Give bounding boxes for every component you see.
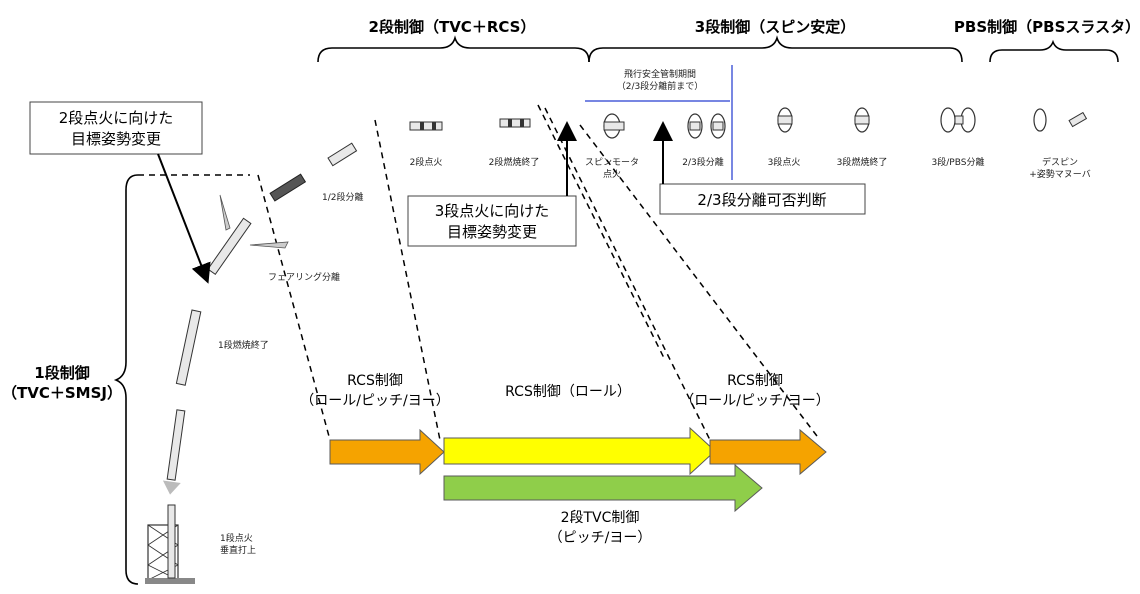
sep-3-pbs-icon <box>940 107 976 133</box>
stage1-burnout-label: 1段燃焼終了 <box>218 339 269 351</box>
stage2-brace <box>317 35 590 63</box>
stage3-attitude-callout <box>407 195 577 247</box>
stage3-brace <box>588 35 963 63</box>
dashed-line-4 <box>544 107 711 441</box>
rcs1-label: RCS制御 <box>347 373 403 389</box>
stage3-control-header: 3段制御（スピン安定） <box>695 18 855 36</box>
stage2-burnout-icon <box>499 118 531 128</box>
stage1-ignition-sublabel: 垂直打上 <box>220 544 256 556</box>
rocket-ascent-icon <box>162 409 186 495</box>
rocket-stage1-burnout-icon <box>175 309 202 386</box>
stage3-burnout-label: 3段燃焼終了 <box>837 156 888 168</box>
rocket-sep-1-2-icon <box>269 142 358 202</box>
sep-decision-callout <box>659 183 866 215</box>
pbs-control-header: PBS制御（PBSスラスタ） <box>954 18 1140 36</box>
rcs2-sublabel: （ロール/ピッチ/ヨー） <box>680 393 829 409</box>
despin-label: デスピン <box>1042 156 1078 168</box>
rcs-roll-label: RCS制御（ロール） <box>505 384 631 400</box>
flight-safety-label: 飛行安全管制期間 <box>624 68 696 80</box>
stage2-attitude-callout-line2: 目標姿勢変更 <box>71 130 161 148</box>
stage2-ignition-label: 2段点火 <box>410 156 443 168</box>
dashed-line-5 <box>579 124 821 441</box>
rcs2-label: RCS制御 <box>727 373 783 389</box>
stage2-attitude-callout <box>29 101 203 155</box>
sep-3-pbs-label: 3段/PBS分離 <box>932 156 985 168</box>
stage1-brace <box>113 174 139 585</box>
stage2-ignition-icon <box>409 121 443 131</box>
sep-2-3-icon <box>687 113 726 139</box>
stage2-attitude-callout-line1: 2段点火に向けた <box>59 109 174 127</box>
fairing-sep-label: フェアリング分離 <box>268 271 340 283</box>
rcs-roll-arrow <box>443 426 716 476</box>
stage2-control-header: 2段制御（TVC＋RCS） <box>369 18 536 36</box>
tvc-arrow <box>443 463 763 513</box>
spin-motor-label: スピンモータ <box>585 157 639 168</box>
sep-2-3-label: 2/3段分離 <box>682 156 724 168</box>
tvc-sublabel: （ピッチ/ヨー） <box>549 530 652 546</box>
sep-1-2-label: 1/2段分離 <box>322 191 364 203</box>
stage3-ignition-label: 3段点火 <box>768 156 801 168</box>
stage3-attitude-callout-line1: 3段点火に向けた <box>435 202 550 220</box>
rocket-fairing-sep-icon <box>207 194 289 275</box>
despin-icon <box>1033 108 1088 132</box>
stage3-ignition-icon <box>777 107 793 133</box>
dashed-line-3 <box>537 104 666 361</box>
dashed-line-2 <box>374 119 441 441</box>
spin-motor-icon <box>603 113 625 139</box>
rcs-full-arrow-1 <box>329 428 445 476</box>
stage3-burnout-icon <box>854 107 870 133</box>
dashed-line-1 <box>257 174 331 441</box>
stage3-attitude-callout-line2: 目標姿勢変更 <box>447 223 537 241</box>
pbs-brace <box>989 39 1119 63</box>
stage2-attitude-arrow <box>157 153 211 284</box>
rcs-full-arrow-2 <box>709 428 827 476</box>
stage1-control-subheader: （TVC＋SMSJ） <box>2 384 122 402</box>
stage1-ignition-label: 1段点火 <box>220 532 253 544</box>
stage1-control-header: 1段制御 <box>34 364 89 382</box>
rcs1-sublabel: （ロール/ピッチ/ヨー） <box>300 393 449 409</box>
despin-sublabel: +姿勢マヌーバ <box>1029 168 1090 180</box>
tvc-label: 2段TVC制御 <box>561 510 640 526</box>
spin-motor-sublabel: 点火 <box>603 169 621 180</box>
flight-safety-sublabel: （2/3段分離前まで） <box>617 80 704 92</box>
launch-tower-icon <box>145 504 195 584</box>
sep-decision-callout-text: 2/3段分離可否判断 <box>697 191 826 209</box>
stage2-burnout-label: 2段燃焼終了 <box>489 156 540 168</box>
